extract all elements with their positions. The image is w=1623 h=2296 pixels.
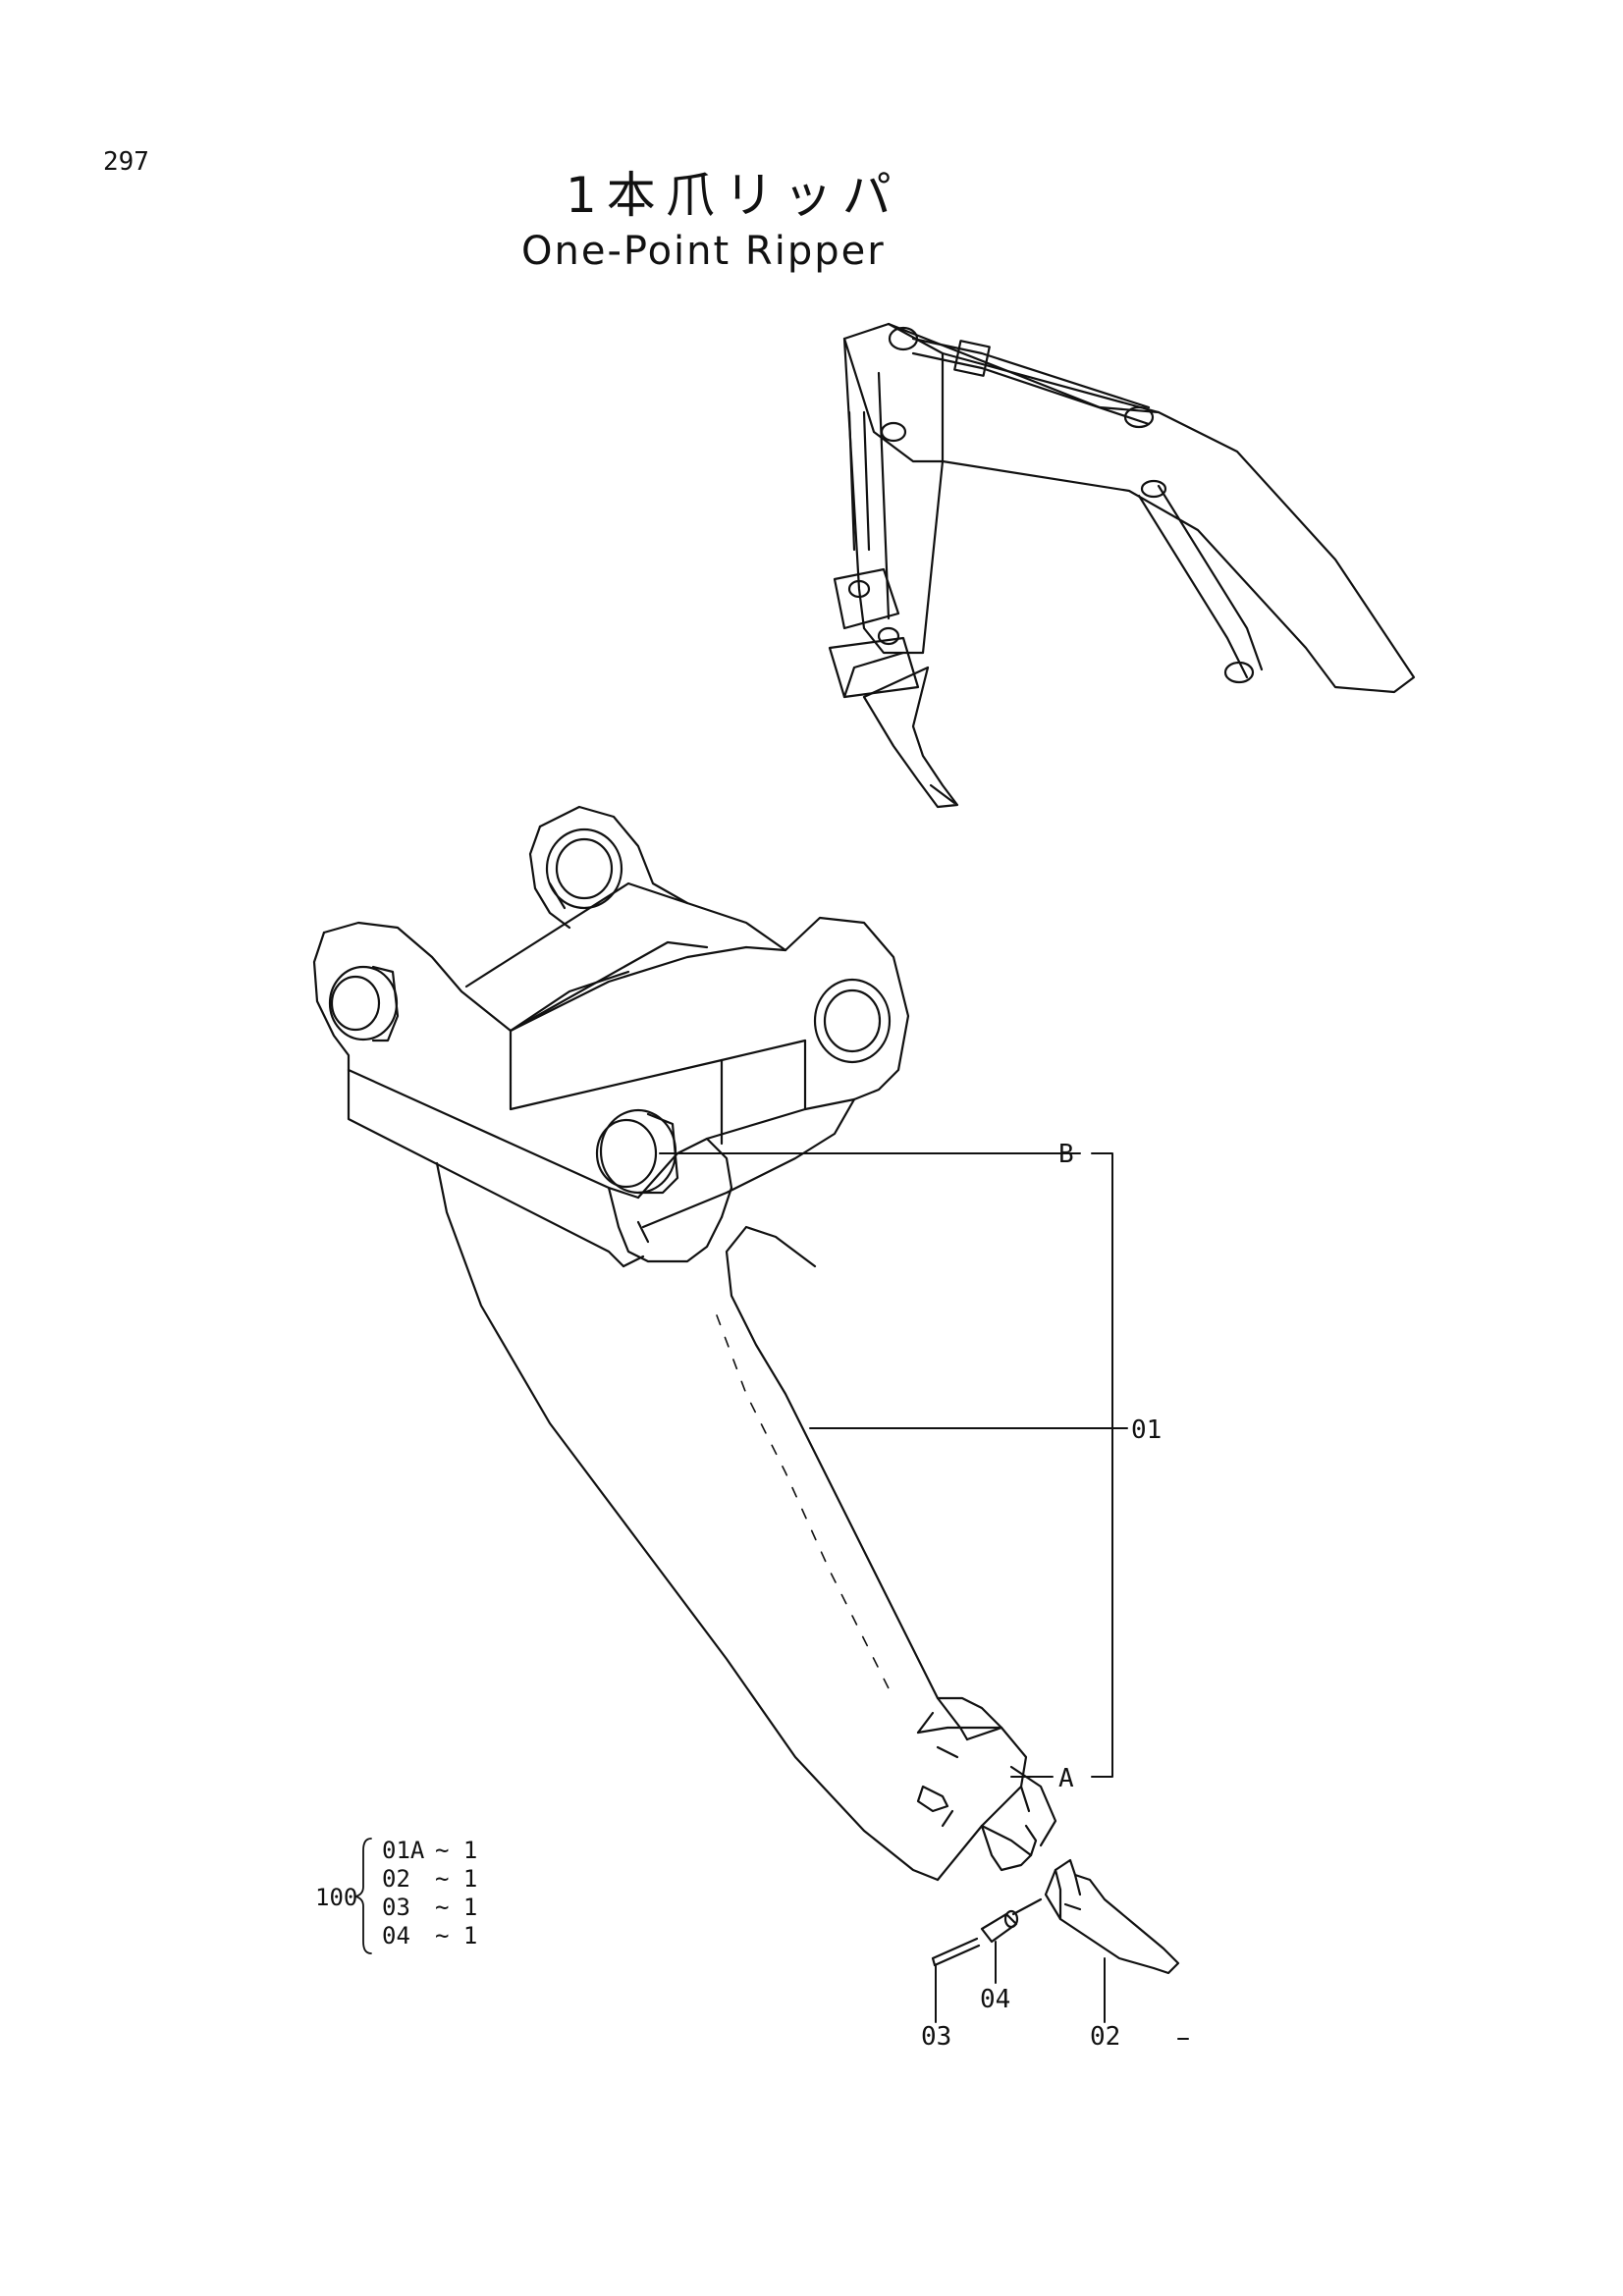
callout-b: B — [1058, 1140, 1074, 1169]
ripper-shank-drawing — [312, 805, 1057, 1882]
kit-code: 100 — [315, 1884, 357, 1911]
kit-item-part: 01A — [382, 1837, 425, 1864]
page-title-english: One-Point Ripper — [521, 229, 886, 274]
excavator-overview-illustration — [828, 322, 1416, 809]
page-title-japanese: 1本爪リッパ — [566, 167, 901, 224]
tooth-point-drawing — [1044, 1858, 1180, 1975]
kit-item-part: 03 — [382, 1894, 410, 1921]
kit-item-qty: ~ 1 — [435, 1922, 477, 1949]
callout-02: 02 — [1090, 2022, 1120, 2052]
kit-item-qty: ~ 1 — [435, 1865, 477, 1893]
pin-boss-rear-left — [545, 828, 623, 910]
pin-boss-rear-right — [813, 978, 892, 1064]
callout-a: A — [1058, 1764, 1074, 1793]
pin-boss-front-left — [328, 965, 400, 1042]
page-number: 297 — [103, 147, 149, 177]
kit-item-qty: ~ 1 — [435, 1894, 477, 1921]
callout-04: 04 — [980, 1985, 1010, 2014]
callout-01: 01 — [1131, 1415, 1162, 1445]
pin-drawing — [931, 1937, 981, 1967]
pin-boss-front-right — [595, 1108, 679, 1195]
kit-item-qty: ~ 1 — [435, 1837, 477, 1864]
kit-item-part: 04 — [382, 1922, 410, 1949]
lock-drawing — [980, 1897, 1043, 1944]
kit-item-part: 02 — [382, 1865, 410, 1893]
kit-brace — [354, 1838, 372, 1954]
leader-lines — [659, 1152, 1189, 2040]
callout-03: 03 — [921, 2022, 951, 2052]
